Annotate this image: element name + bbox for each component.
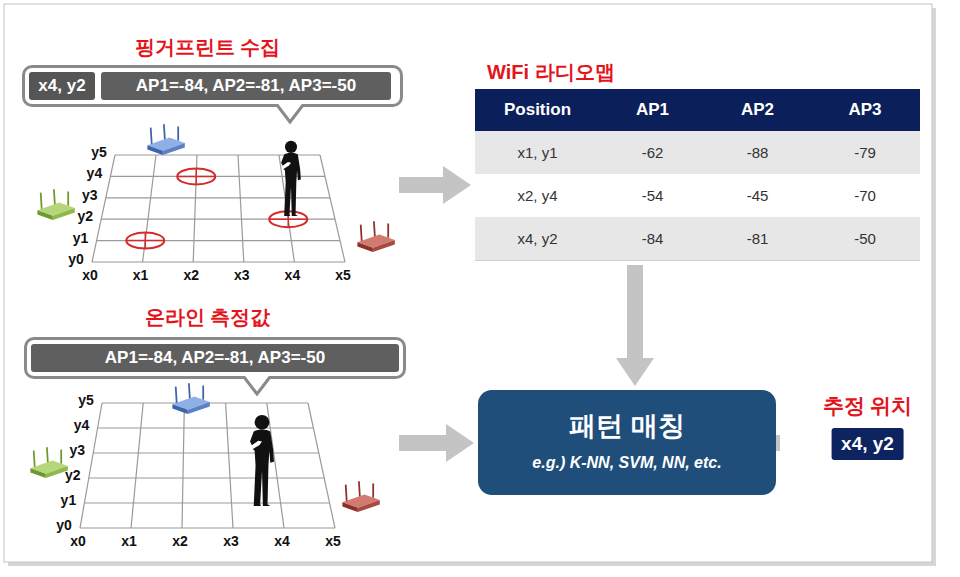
fingerprint-mark xyxy=(177,168,215,184)
floor-grid xyxy=(80,403,335,528)
axis-label: x5 xyxy=(325,533,341,549)
table-cell: -81 xyxy=(705,217,810,260)
ap-router xyxy=(342,481,379,512)
table-cell: x2, y4 xyxy=(475,174,600,217)
axis-label: x2 xyxy=(172,533,188,549)
bubble-tail xyxy=(244,375,270,397)
axis-label: x3 xyxy=(223,533,239,549)
floor-grid xyxy=(92,155,345,262)
flow-arrow xyxy=(399,177,443,193)
grid-line xyxy=(308,403,335,528)
frame xyxy=(4,4,932,562)
process-title: 패턴 매칭 xyxy=(478,408,776,444)
ap-router xyxy=(30,447,67,478)
axis-label: y2 xyxy=(77,208,93,224)
grid-line xyxy=(131,403,143,528)
table-header: Position xyxy=(475,89,600,131)
table-cell: -88 xyxy=(705,131,810,174)
axis-label: x1 xyxy=(133,267,149,283)
flow-arrow xyxy=(399,435,446,451)
table-cell: x1, y1 xyxy=(475,131,600,174)
ap-router xyxy=(147,124,184,155)
bubble-tail xyxy=(277,103,303,125)
table-header: AP1 xyxy=(600,89,705,131)
axis-label: y1 xyxy=(73,230,89,246)
grid-line xyxy=(238,155,244,262)
grid-line xyxy=(92,261,345,262)
grid-line xyxy=(98,427,314,428)
panel-heading: 온라인 측정값 xyxy=(20,304,395,331)
ap-router xyxy=(37,189,74,220)
axis-label: y1 xyxy=(61,492,77,508)
result-value: x4, y2 xyxy=(831,428,904,460)
ap-router xyxy=(357,221,394,252)
table-cell: -54 xyxy=(600,174,705,217)
fingerprint-mark xyxy=(177,168,215,184)
axis-label: x4 xyxy=(274,533,290,549)
speech-bubble: AP1=-84, AP2=-81, AP3=-50 xyxy=(27,340,403,376)
grid-line xyxy=(106,197,330,198)
axis-label: y4 xyxy=(74,417,90,433)
table-cell: -50 xyxy=(810,217,920,260)
person-silhouette xyxy=(281,141,301,216)
axis-label: y0 xyxy=(56,517,72,533)
table-cell: -79 xyxy=(810,131,920,174)
axis-label: x5 xyxy=(335,267,351,283)
axis-label: y5 xyxy=(91,144,107,160)
speech-bubble: AP1=-84, AP2=-81, AP3=-50 x4, y2 xyxy=(25,68,400,104)
table-cell: -62 xyxy=(600,131,705,174)
result-heading: 추정 위치 xyxy=(807,392,928,420)
axis-label: y2 xyxy=(65,467,81,483)
table-header: AP2 xyxy=(705,89,810,131)
person-silhouette xyxy=(250,415,274,506)
table-header: AP3 xyxy=(810,89,920,131)
ap-router xyxy=(172,383,209,414)
grid-line xyxy=(226,403,233,528)
axis-label: y3 xyxy=(82,187,98,203)
axis-label: x1 xyxy=(121,533,137,549)
measurement-text: AP1=-84, AP2=-81, AP3=-50 xyxy=(31,344,399,372)
illustration-panel: 핑거프린트 수집 AP1=-84, AP2=-81, AP3=-50 x4, y2 xyxy=(20,30,395,285)
grid-line xyxy=(80,527,335,528)
fingerprint-mark xyxy=(126,233,164,249)
grid-line xyxy=(93,452,319,453)
flow-arrow xyxy=(627,265,643,358)
radio-map-table: WiFi 라디오맵 PositionAP1AP2AP3 x1, y1-62-88-7… xyxy=(475,55,920,261)
grid-line xyxy=(267,403,284,528)
grid-line xyxy=(84,502,329,503)
table-cell: -84 xyxy=(600,217,705,260)
axis-label: x0 xyxy=(70,533,86,549)
axis-label: x3 xyxy=(234,267,250,283)
axis-label: y5 xyxy=(78,392,94,408)
axis-label: x2 xyxy=(183,267,199,283)
process-examples: e.g.) K-NN, SVM, NN, etc. xyxy=(478,454,776,472)
axis-label: x4 xyxy=(285,267,301,283)
position-text: x4, y2 xyxy=(30,72,93,100)
bubble-tail xyxy=(277,103,303,122)
table-title: WiFi 라디오맵 xyxy=(487,59,615,86)
axis-label: y0 xyxy=(68,251,84,267)
bubble-tail xyxy=(244,375,270,394)
result-box: 추정 위치 x4, y2 xyxy=(807,392,928,462)
measurement-text: AP1=-84, AP2=-81, AP3=-50 xyxy=(101,72,391,100)
grid-line xyxy=(320,155,345,262)
table-cell: -45 xyxy=(705,174,810,217)
axis-label: y3 xyxy=(69,442,85,458)
bubble-tail xyxy=(244,377,270,394)
process-box: 패턴 매칭 e.g.) K-NN, SVM, NN, etc. xyxy=(478,390,776,495)
bubble-tail xyxy=(277,105,303,122)
position-tag: x4, y2 xyxy=(29,72,95,100)
axis-label: x0 xyxy=(82,267,98,283)
grid-line xyxy=(89,477,324,478)
fingerprint-mark xyxy=(126,233,164,249)
grid-line xyxy=(182,403,184,528)
axis-label: y4 xyxy=(87,165,103,181)
panel-heading: 핑거프린트 수집 xyxy=(20,34,395,61)
table-cell: x4, y2 xyxy=(475,217,600,260)
table-cell: -70 xyxy=(810,174,920,217)
